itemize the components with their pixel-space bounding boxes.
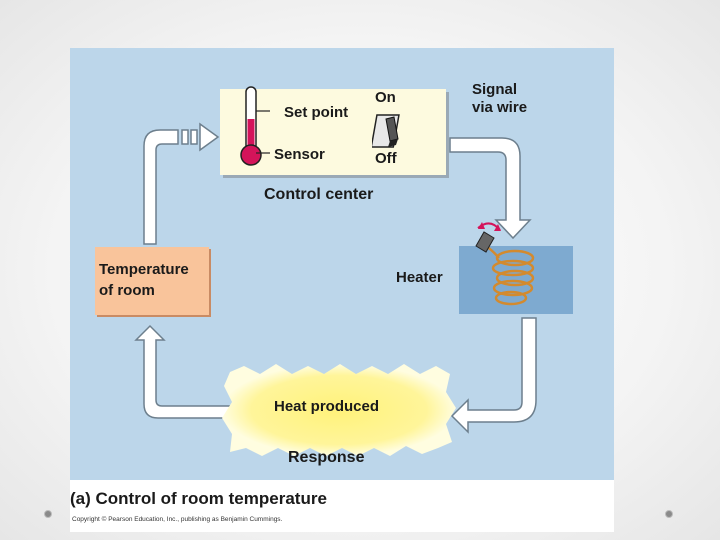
heater-label: Heater xyxy=(396,269,443,286)
sensor-label: Sensor xyxy=(274,146,325,163)
copyright-notice: Copyright © Pearson Education, Inc., pub… xyxy=(72,516,283,523)
thermometer-icon xyxy=(240,86,270,166)
heat-glow-shape xyxy=(222,364,456,456)
arrow-heater-to-heat xyxy=(450,317,537,434)
via-wire-label: via wire xyxy=(472,99,528,116)
arrow-room-to-control xyxy=(143,129,179,245)
signal-label: Signal xyxy=(472,81,518,98)
response-label: Response xyxy=(288,449,365,466)
switch-on-label: On xyxy=(375,89,396,106)
control-center-box: Set point Sensor On Off xyxy=(220,86,446,175)
heat-produced-label: Heat produced xyxy=(274,398,380,415)
slide-nav-dot-right[interactable] xyxy=(665,510,673,518)
arrow-head-to-control xyxy=(199,122,220,152)
slide-nav-dot-left[interactable] xyxy=(44,510,52,518)
control-center-label: Control center xyxy=(264,186,374,203)
arrow-heat-to-room xyxy=(134,324,231,419)
set-point-label: Set point xyxy=(284,104,349,121)
arrow-dash-1 xyxy=(181,129,189,145)
switch-off-label: Off xyxy=(375,150,397,167)
temperature-label: Temperature xyxy=(99,261,189,278)
figure-caption: (a) Control of room temperature xyxy=(70,489,327,508)
flow-arrows xyxy=(134,122,537,434)
figure: Set point Sensor On Off Control center S… xyxy=(70,48,614,532)
heater-box xyxy=(459,246,573,314)
switch-icon xyxy=(372,114,400,148)
of-room-label: of room xyxy=(99,282,155,299)
heater-coil-icon xyxy=(479,246,535,306)
arrow-dash-2 xyxy=(190,129,198,145)
temperature-of-room-box: Temperature of room xyxy=(95,247,209,315)
arrow-signal-to-heater xyxy=(449,137,532,240)
switch-signal-icon xyxy=(475,222,501,253)
